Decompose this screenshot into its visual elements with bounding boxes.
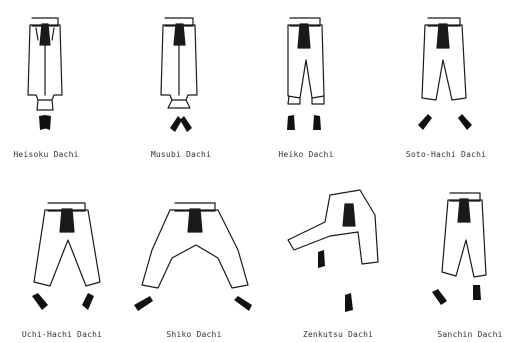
heisoku-dachi-feet [39, 115, 51, 130]
heisoku-dachi-figure [28, 18, 62, 110]
stance-label-sanchin: Sanchin Dachi [437, 330, 502, 339]
zenkutsu-dachi-figure [288, 190, 378, 264]
stance-label-musubi: Musubi Dachi [151, 150, 211, 159]
soto-hachi-dachi-feet [418, 114, 472, 130]
sanchin-dachi-feet [432, 285, 481, 305]
heiko-dachi-feet [287, 115, 321, 130]
shiko-dachi-feet [134, 296, 252, 311]
stance-label-heiko: Heiko Dachi [278, 150, 333, 159]
uchi-hachi-dachi-figure [34, 203, 100, 286]
stance-label-heisoku: Heisoku Dachi [13, 150, 78, 159]
soto-hachi-dachi-figure [422, 18, 466, 100]
shiko-dachi-figure [142, 203, 248, 288]
stance-label-shiko: Shiko Dachi [166, 330, 221, 339]
stance-label-zenkutsu: Zenkutsu Dachi [303, 330, 373, 339]
zenkutsu-dachi-feet [318, 250, 353, 312]
musubi-dachi-figure [161, 18, 197, 108]
heiko-dachi-figure [288, 18, 324, 104]
stance-label-uchi-hachi: Uchi-Hachi Dachi [22, 330, 102, 339]
musubi-dachi-feet [170, 116, 192, 132]
stance-label-soto-hachi: Soto-Hachi Dachi [406, 150, 486, 159]
sanchin-dachi-figure [442, 193, 486, 277]
uchi-hachi-dachi-feet [32, 293, 94, 310]
